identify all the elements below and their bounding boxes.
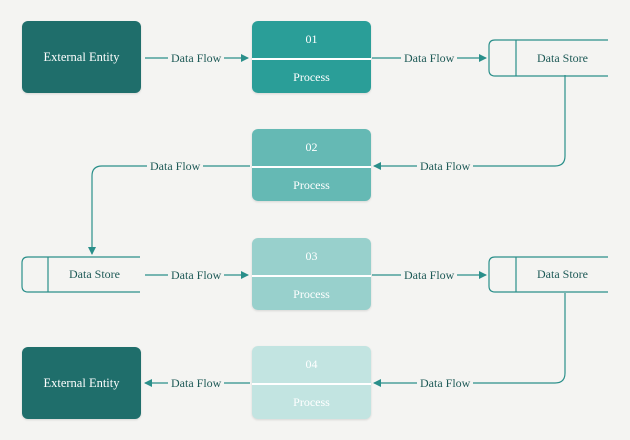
process-04-label: Process [293,394,330,409]
flow-line-store-to-process-02 [373,75,566,170]
process-03[interactable]: 03 Process [252,238,371,310]
external-entity-bottom[interactable]: External Entity [22,347,141,419]
flow-label-3: Data Flow [417,159,474,173]
process-02-divider [252,166,371,168]
flow-label-4: Data Flow [147,159,204,173]
flow-line-process-02-to-store [88,165,250,255]
process-04[interactable]: 04 Process [252,346,371,419]
process-02[interactable]: 02 Process [252,129,371,201]
process-02-number: 02 [305,140,318,154]
data-store-shape-mid-left [21,256,140,293]
process-01-label: Process [293,69,330,84]
process-03-number: 03 [305,249,318,263]
flow-label-6: Data Flow [401,268,458,282]
flow-line-store-to-process-04 [373,293,566,387]
data-store-mid-right-label[interactable]: Data Store [537,267,588,281]
external-entity-bottom-label: External Entity [43,375,120,390]
process-04-divider [252,383,371,385]
flow-label-1: Data Flow [168,51,225,65]
data-store-top-right-label[interactable]: Data Store [537,50,588,65]
process-03-divider [252,275,371,277]
flow-label-2: Data Flow [401,51,458,65]
flow-label-5: Data Flow [168,268,225,282]
flow-label-8: Data Flow [168,376,225,390]
data-store-shape-mid-right [488,256,608,293]
process-01[interactable]: 01 Process [252,21,371,93]
flow-label-7: Data Flow [417,376,474,390]
external-entity-top-label: External Entity [43,49,120,64]
process-01-number: 01 [305,32,318,46]
external-entity-top[interactable]: External Entity [22,21,141,93]
data-store-shape-top-right [488,39,608,77]
process-03-label: Process [293,286,330,301]
process-01-divider [252,58,371,60]
data-store-mid-left-label[interactable]: Data Store [69,267,120,281]
process-04-number: 04 [305,357,318,371]
process-02-label: Process [293,177,330,192]
